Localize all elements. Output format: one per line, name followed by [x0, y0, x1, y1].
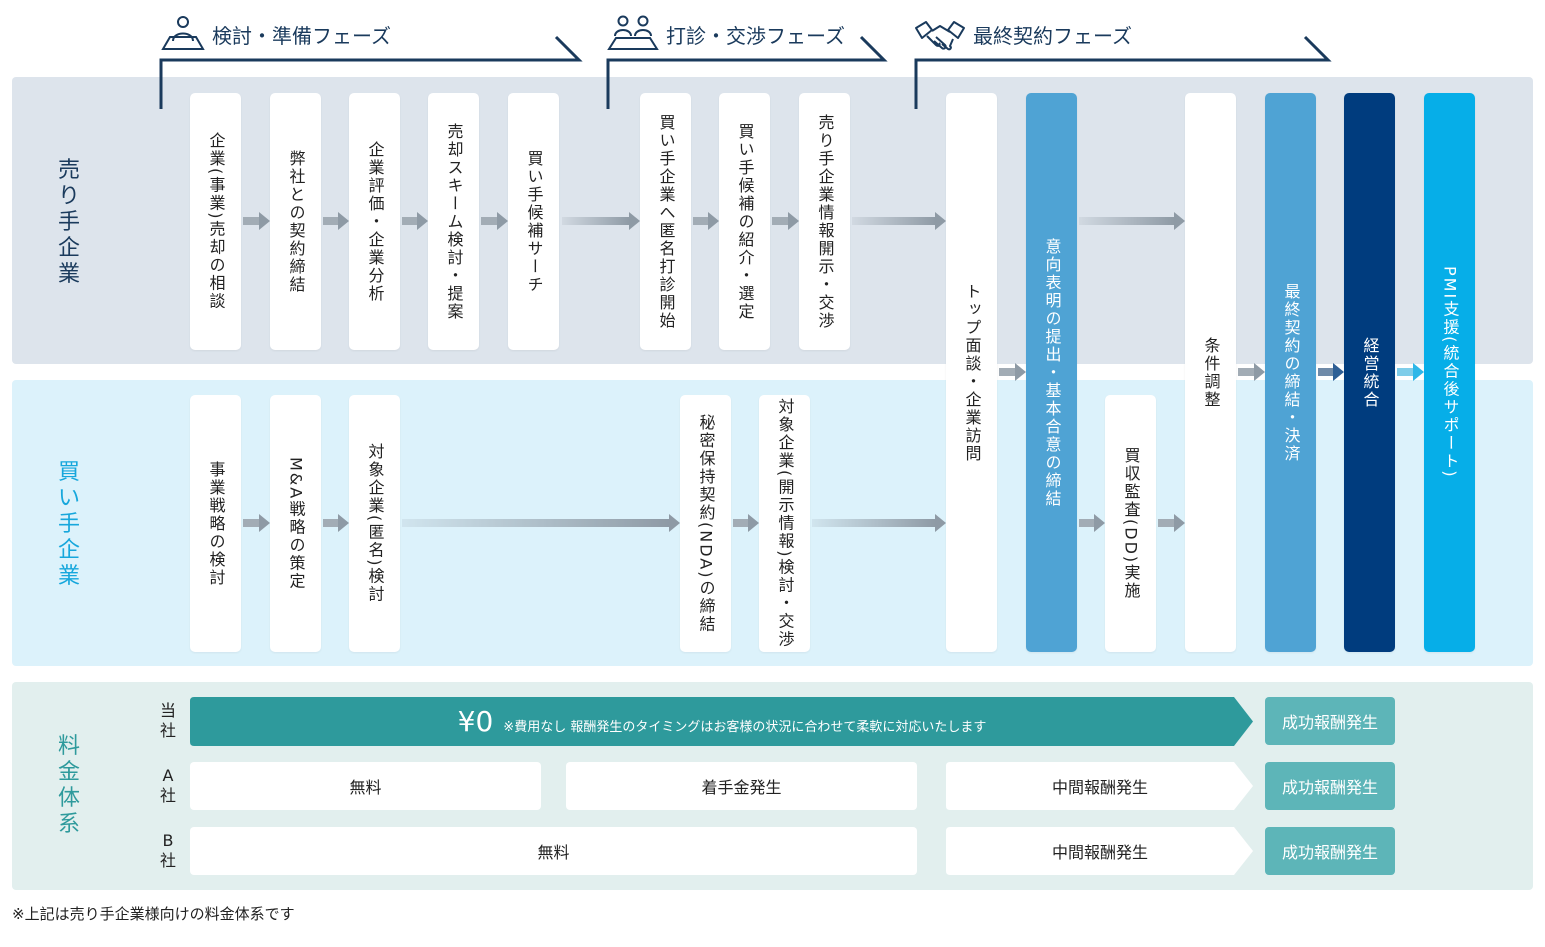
fee-b-interim: 中間報酬発生 [1051, 843, 1148, 862]
phase-title-negotiation: 打診・交渉フェーズ [666, 24, 845, 48]
our-fee-note: ※費用なし 報酬発生のタイミングはお客様の状況に合わせて柔軟に対応いたします [503, 720, 987, 735]
flow-arrow [323, 212, 349, 230]
our-fee-bar: ¥0 ※費用なし 報酬発生のタイミングはお客様の状況に合わせて柔軟に対応いたしま… [190, 697, 1254, 746]
fee-a-interim: 中間報酬発生 [1051, 778, 1148, 797]
flow-arrow [1079, 514, 1105, 532]
seller-step-anonymous-approach: 買い手企業へ匿名打診開始 [640, 93, 691, 350]
flow-arrow [1158, 514, 1185, 532]
step-label: 最終契約の締結・決済 [1281, 282, 1301, 463]
flow-arrow [402, 514, 680, 532]
step-conditions: 条件調整 [1185, 93, 1236, 652]
seller-lane-label: 売り手企業 [57, 158, 80, 287]
seller-step-label: 買い手企業へ匿名打診開始 [656, 113, 676, 330]
fee-a-interim-shape [946, 762, 1253, 810]
buyer-step-label: M&A戦略の策定 [286, 456, 306, 591]
flow-arrow [1238, 363, 1265, 381]
buyer-step-nda: 秘密保持契約(NDA)の締結 [680, 395, 731, 652]
fee-label-company-a: A社 [159, 766, 176, 805]
seller-step-consultation: 企業(事業)売却の相談 [190, 93, 241, 350]
person-at-desk-icon [161, 16, 205, 50]
our-fee-bar-shape [190, 697, 1253, 746]
step-label: 条件調整 [1201, 336, 1221, 409]
phase-title-preparation: 検討・準備フェーズ [212, 24, 391, 48]
our-fee-price: ¥0 [457, 705, 494, 738]
seller-steps: 企業(事業)売却の相談 弊社との契約締結 企業評価・企業分析 売却スキーム検討・… [0, 93, 1545, 350]
flow-arrow [812, 514, 946, 532]
step-integration: 経営統合 [1344, 93, 1395, 652]
step-final-contract: 最終契約の締結・決済 [1265, 93, 1316, 652]
buyer-steps: 事業戦略の検討 M&A戦略の策定 対象企業(匿名)検討 秘密保持契約(NDA)の… [0, 395, 1545, 652]
flow-arrow [999, 363, 1026, 381]
step-pmi: PMI支援(統合後サポート) [1424, 93, 1475, 652]
flow-arrow [402, 212, 428, 230]
fee-a-retainer: 着手金発生 [566, 762, 917, 810]
buyer-step-label: 対象企業(開示情報)検討・交渉 [775, 398, 795, 649]
seller-step-contract: 弊社との契約締結 [270, 93, 321, 350]
buyer-step-strategy: 事業戦略の検討 [190, 395, 241, 652]
buyer-step-label: 事業戦略の検討 [206, 460, 226, 587]
flow-arrow [562, 212, 640, 230]
handshake-icon [915, 21, 965, 51]
fee-lane-label: 料金体系 [57, 734, 80, 837]
step-top-meeting: トップ面談・企業訪問 [946, 93, 997, 652]
seller-step-label: 買い手候補サーチ [524, 149, 544, 294]
shared-steps: トップ面談・企業訪問 意向表明の提出・基本合意の締結 条件調整 最終契約の締結・… [0, 93, 1545, 652]
step-due-diligence: 買収監査(DD)実施 [1105, 395, 1156, 652]
flow-arrow [1318, 363, 1344, 381]
seller-step-label: 売却スキーム検討・提案 [444, 122, 464, 321]
fee-label-our-company: 当社 [159, 701, 176, 740]
buyer-lane-label: 買い手企業 [57, 460, 80, 589]
fee-b-success: 成功報酬発生 [1265, 827, 1395, 875]
flow-arrow [733, 514, 759, 532]
fee-b-free: 無料 [190, 827, 917, 875]
fee-our-success: 成功報酬発生 [1265, 697, 1395, 745]
buyer-step-target-disclosed: 対象企業(開示情報)検討・交渉 [759, 395, 810, 652]
fee-a-success: 成功報酬発生 [1265, 762, 1395, 810]
buyer-step-label: 秘密保持契約(NDA)の締結 [696, 413, 716, 634]
seller-step-label: 企業評価・企業分析 [365, 140, 385, 303]
phase-title-final-contract: 最終契約フェーズ [973, 24, 1132, 48]
seller-step-label: 企業(事業)売却の相談 [206, 132, 226, 311]
footnote: ※上記は売り手企業様向けの料金体系です [12, 905, 295, 923]
step-label: 買収監査(DD)実施 [1121, 446, 1141, 601]
fee-label-company-b: B社 [159, 831, 176, 870]
seller-step-buyer-introduction: 買い手候補の紹介・選定 [719, 93, 770, 350]
step-label: 意向表明の提出・基本合意の締結 [1042, 237, 1062, 508]
flow-arrow [852, 212, 946, 230]
seller-step-valuation: 企業評価・企業分析 [349, 93, 400, 350]
buyer-step-ma-strategy: M&A戦略の策定 [270, 395, 321, 652]
step-label: PMI支援(統合後サポート) [1440, 266, 1460, 479]
flow-arrow [772, 212, 799, 230]
fee-b-interim-shape [946, 827, 1253, 875]
step-label: トップ面談・企業訪問 [962, 282, 982, 463]
seller-step-label: 売り手企業情報開示・交渉 [815, 113, 835, 330]
step-label: 経営統合 [1360, 336, 1380, 409]
buyer-step-target-anonymous: 対象企業(匿名)検討 [349, 395, 400, 652]
flow-arrow [1397, 363, 1424, 381]
flow-arrow [323, 514, 349, 532]
flow-arrow [243, 212, 270, 230]
fee-a-free: 無料 [190, 762, 541, 810]
seller-step-label: 弊社との契約締結 [286, 149, 306, 294]
flow-arrow [693, 212, 719, 230]
seller-step-disclosure: 売り手企業情報開示・交渉 [799, 93, 850, 350]
flow-arrow [481, 212, 508, 230]
phase-brackets [159, 35, 1332, 109]
step-loi: 意向表明の提出・基本合意の締結 [1026, 93, 1077, 652]
flow-arrow [1079, 212, 1185, 230]
flow-arrow [243, 514, 270, 532]
two-people-meeting-icon [607, 15, 659, 50]
seller-step-scheme: 売却スキーム検討・提案 [428, 93, 479, 350]
buyer-step-label: 対象企業(匿名)検討 [365, 443, 385, 604]
seller-step-label: 買い手候補の紹介・選定 [735, 122, 755, 321]
seller-step-buyer-search: 買い手候補サーチ [508, 93, 559, 350]
